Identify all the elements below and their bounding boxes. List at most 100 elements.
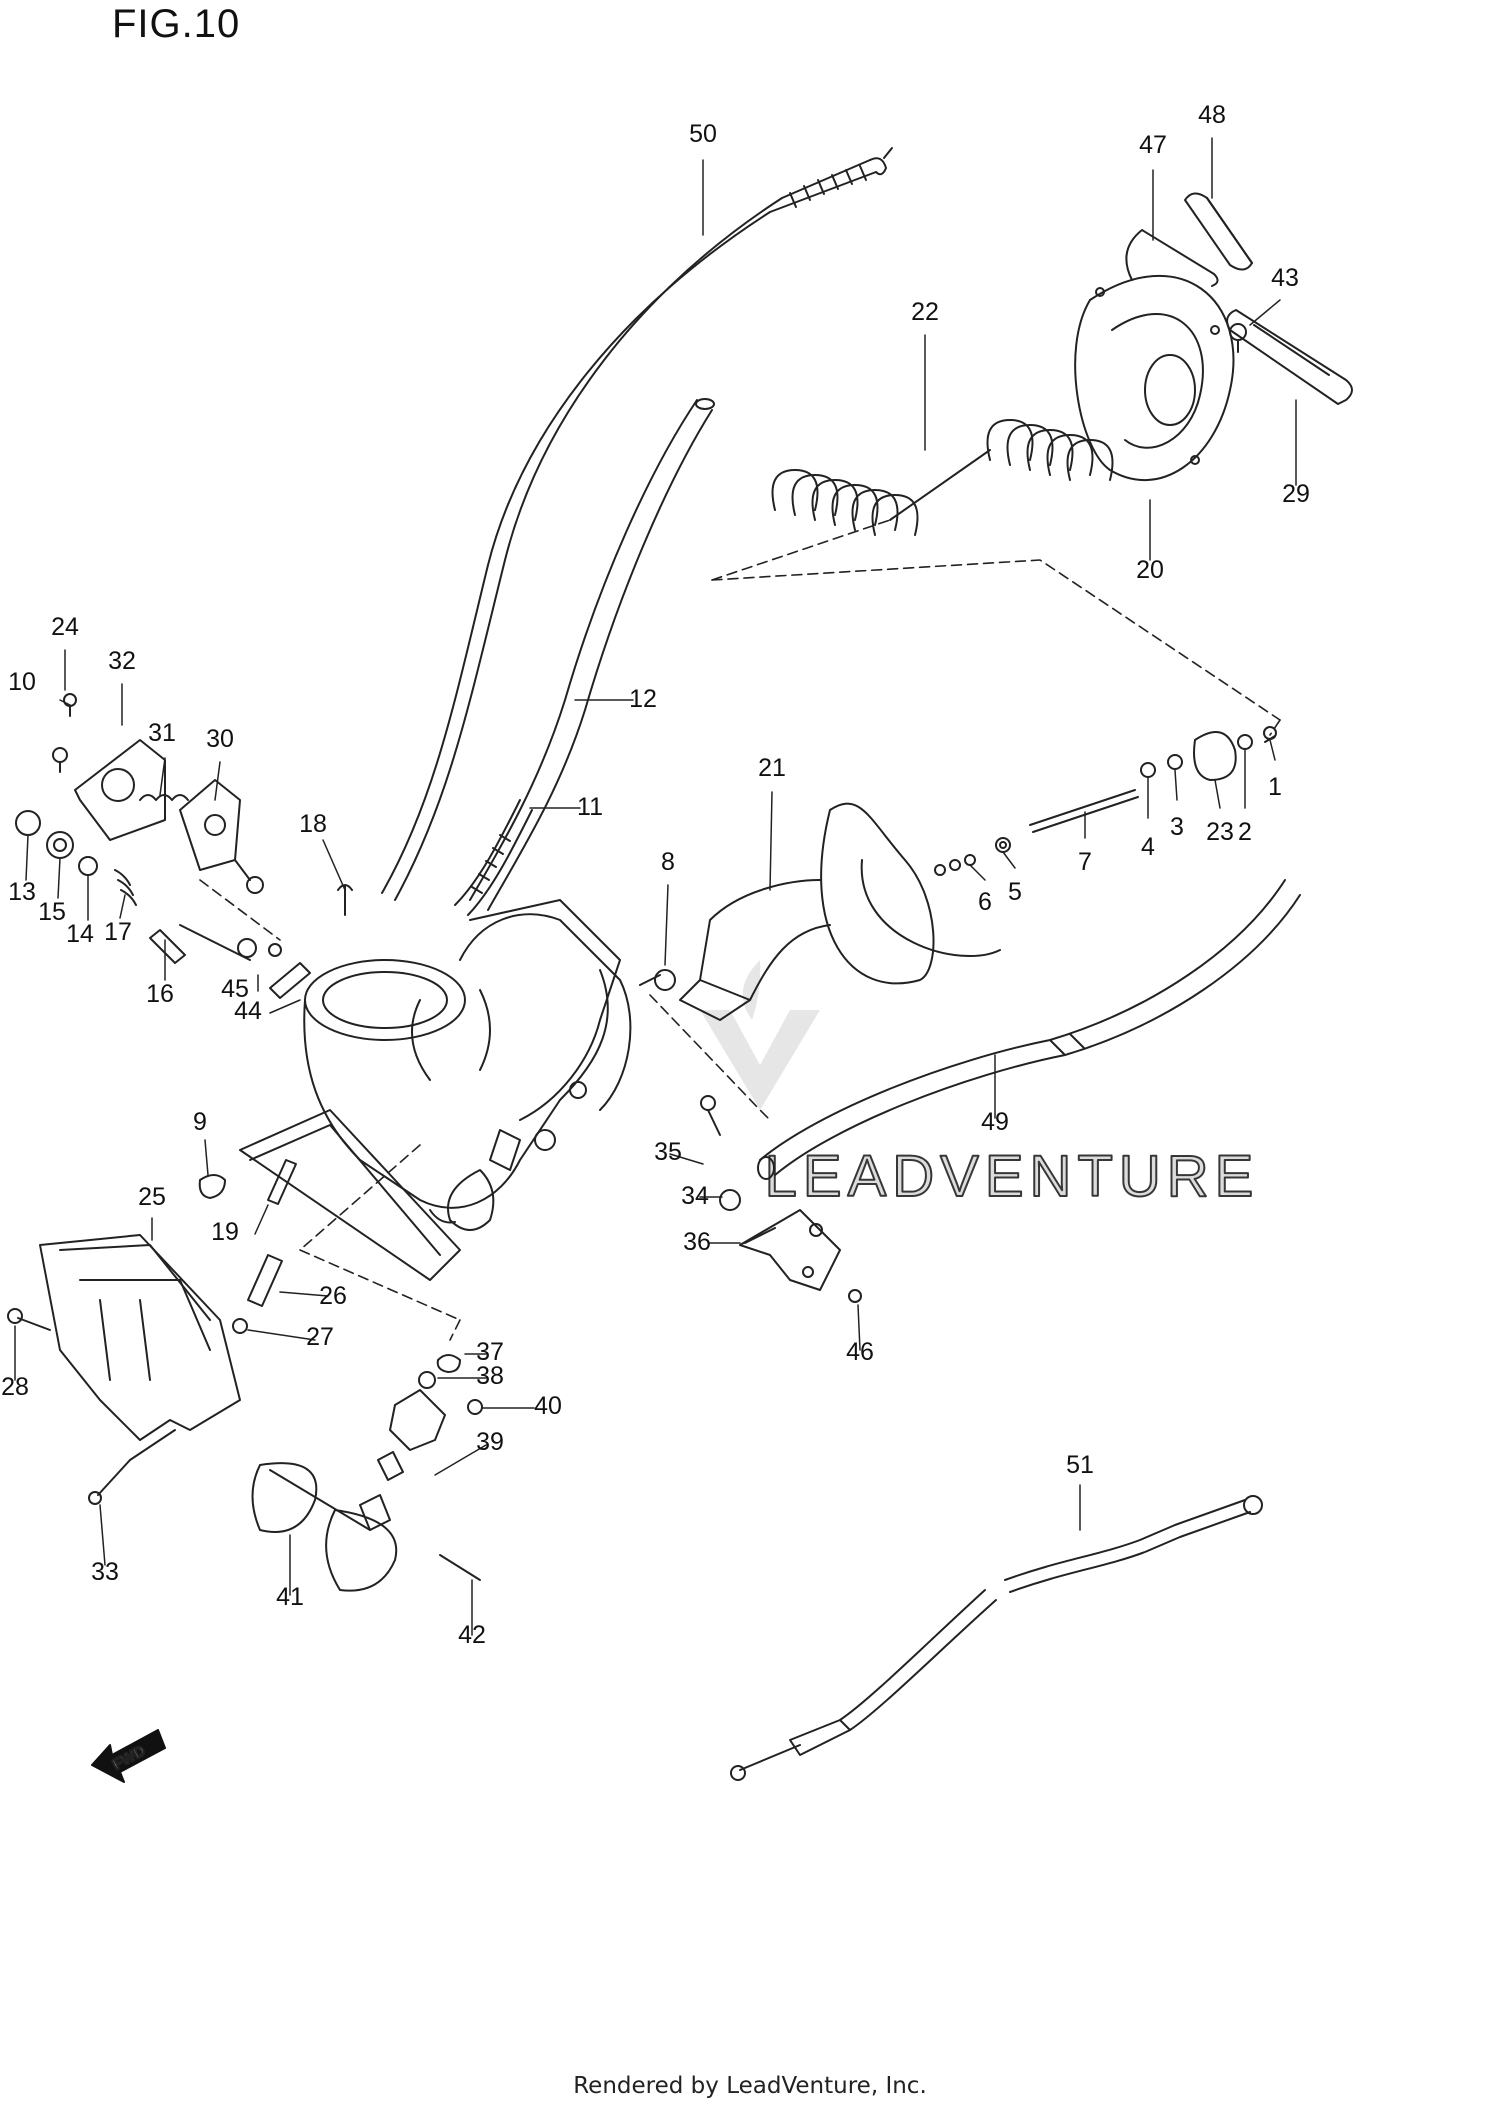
leader-line-30 [214,761,221,801]
leader-line-31 [159,757,166,796]
part-47-48-clip-sleeve [1125,192,1253,287]
leader-line-39 [434,1444,487,1476]
callout-label-25: 25 [138,1183,166,1211]
part-19-26-27-jets [232,1159,297,1334]
callout-label-17: 17 [104,918,132,946]
part-21-piston-diaphragm [639,802,1001,1021]
leader-line-1 [1269,739,1276,761]
part-22-springs [771,419,1114,536]
part-29-bracket [1226,309,1353,405]
part-12-tube [469,398,715,911]
callout-label-50: 50 [689,120,717,148]
footer-credit: Rendered by LeadVenture, Inc. [573,2073,927,2099]
leader-line-3 [1174,769,1178,801]
watermark-text: LEADVENTURE [765,1144,1260,1209]
callout-label-13: 13 [8,878,36,906]
callout-label-30: 30 [206,725,234,753]
leader-line-9 [204,1139,209,1176]
part-41-42-float-pin [251,1462,481,1592]
part-43-screw [1229,323,1247,353]
callout-label-4: 4 [1141,833,1155,861]
leader-line-13 [25,834,29,881]
callout-label-8: 8 [661,848,675,876]
callout-label-18: 18 [299,810,327,838]
part-left-fittings [15,693,353,999]
part-11-tube [454,799,533,916]
callout-label-34: 34 [681,1182,709,1210]
callout-label-33: 33 [91,1558,119,1586]
callout-label-1: 1 [1268,773,1282,801]
callout-label-48: 48 [1198,101,1226,129]
part-37-40-small-parts [377,1354,483,1481]
callout-label-20: 20 [1136,556,1164,584]
callout-label-11: 11 [577,793,603,821]
callout-label-44: 44 [234,997,262,1025]
callout-label-12: 12 [629,685,657,713]
callout-label-9: 9 [193,1108,207,1136]
callout-label-46: 46 [846,1338,874,1366]
part-50-throttle-cable [381,147,893,901]
callout-label-41: 41 [276,1583,304,1611]
callout-label-6: 6 [978,888,992,916]
part-34-35-36-46-lever [700,1095,862,1303]
leader-line-19 [254,1204,269,1235]
figure-title: FIG.10 [112,2,241,46]
leader-line-35 [669,1153,704,1165]
callout-label-14: 14 [66,920,94,948]
part-9-fitting [198,1174,226,1199]
callout-leader-lines [14,137,1297,1636]
callout-label-39: 39 [476,1428,504,1456]
part-20-top-cap [1074,274,1235,481]
part-51-choke-cable [730,1495,1263,1781]
callout-label-45: 45 [221,975,249,1003]
callout-label-5: 5 [1008,878,1022,906]
callout-label-2: 2 [1238,818,1252,846]
fwd-direction-arrow: FWD [91,1729,166,1783]
callout-label-24: 24 [51,613,79,641]
callout-label-37: 37 [476,1338,504,1366]
callout-label-16: 16 [146,980,174,1008]
callout-label-26: 26 [319,1282,347,1310]
callout-label-38: 38 [476,1362,504,1390]
callout-label-36: 36 [683,1228,711,1256]
callout-label-31: 31 [148,719,176,747]
callout-label-32: 32 [108,647,136,675]
leader-line-15 [57,857,61,899]
callout-label-27: 27 [306,1323,334,1351]
leader-line-33 [99,1504,106,1566]
callout-label-21: 21 [758,754,786,782]
assembly-guide-lines [199,519,1281,1341]
callout-label-43: 43 [1271,264,1299,292]
callout-label-7: 7 [1078,848,1092,876]
callout-label-28: 28 [1,1373,29,1401]
callout-label-10: 10 [8,668,36,696]
callout-label-19: 19 [211,1218,239,1246]
callout-label-49: 49 [981,1108,1009,1136]
leader-line-6 [969,864,986,881]
leader-line-26 [279,1291,329,1297]
leader-line-44 [269,999,301,1014]
leader-line-46 [857,1304,861,1351]
callout-label-3: 3 [1170,813,1184,841]
leader-line-17 [119,894,126,919]
leader-line-27 [247,1329,316,1341]
part-25-float-bowl [7,1234,241,1505]
leader-line-43 [1249,299,1281,326]
leader-line-10 [59,699,71,706]
leader-line-21 [769,791,773,891]
leader-line-5 [1002,851,1016,869]
part-7-needle-and-small-parts [934,726,1277,876]
callout-label-47: 47 [1139,131,1167,159]
callout-label-23: 23 [1206,818,1234,846]
leader-line-8 [664,884,669,966]
leader-line-18 [322,839,346,891]
callout-label-29: 29 [1282,480,1310,508]
carburetor-body [239,899,632,1281]
callout-label-40: 40 [534,1392,562,1420]
part-49-drain-hose [757,879,1301,1180]
callout-label-51: 51 [1066,1451,1094,1479]
watermark: LEADVENTURE [700,960,1260,1210]
callout-label-42: 42 [458,1621,486,1649]
